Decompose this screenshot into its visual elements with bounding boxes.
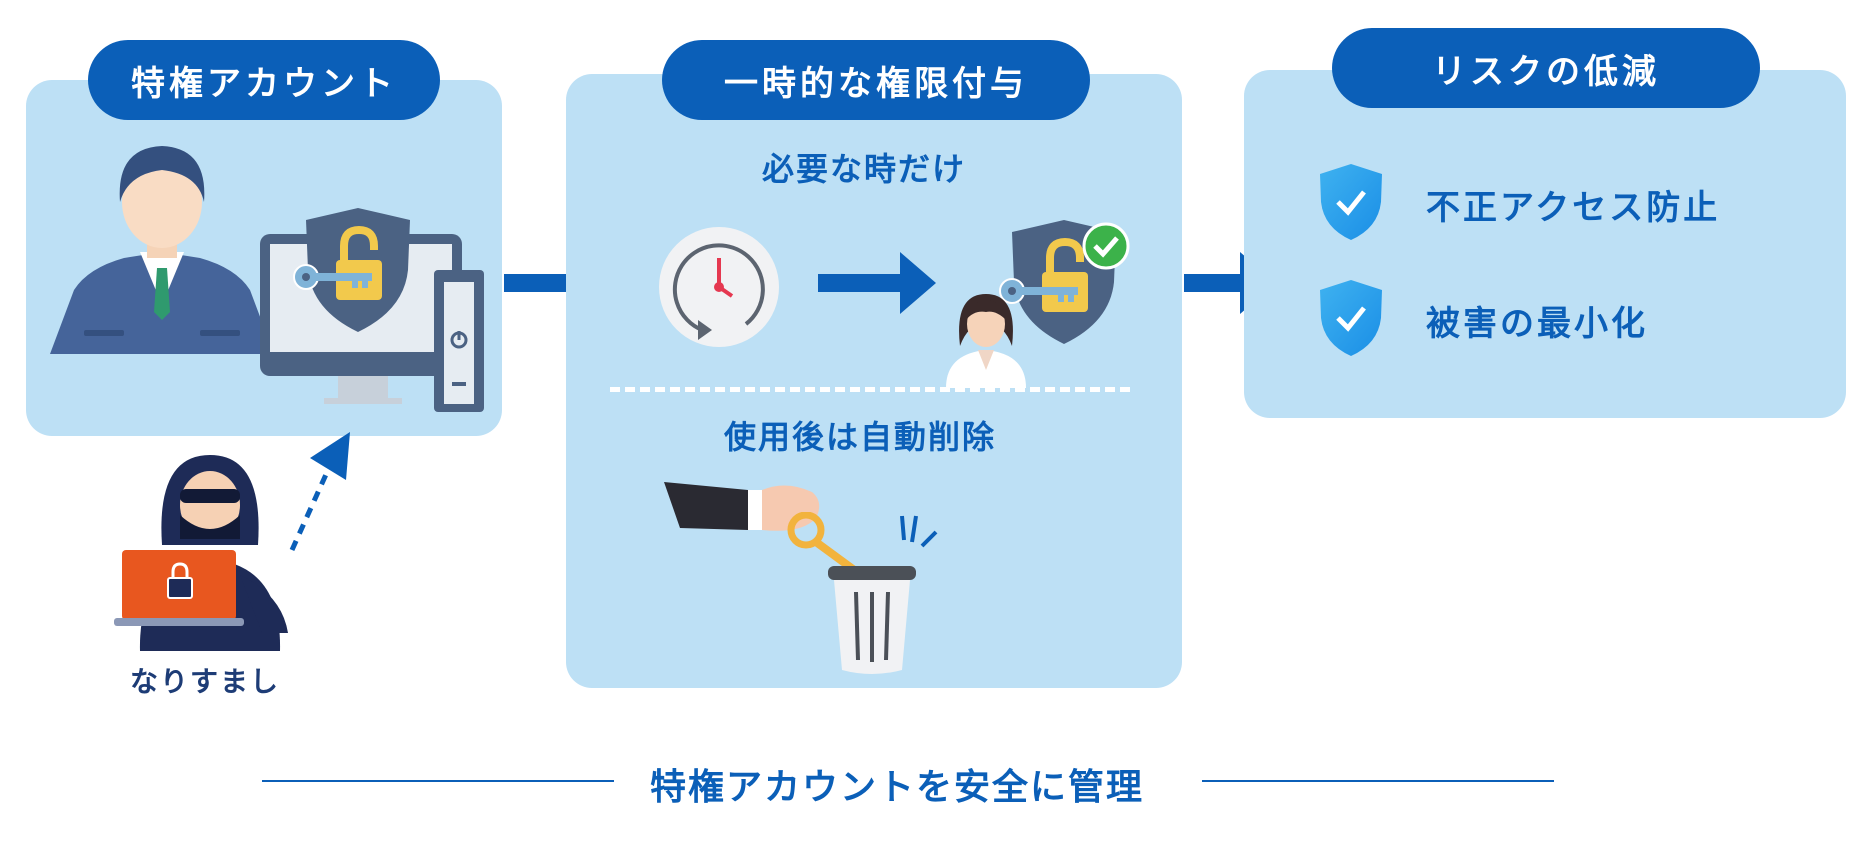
panel-divider [610,387,1130,392]
key-icon [293,264,372,290]
footer-rule-left [262,780,614,782]
key-icon [999,278,1078,304]
attack-arrow [289,432,350,552]
auto-delete-label: 使用後は自動削除 [724,418,997,456]
hand-icon [664,482,820,531]
woman-icon [946,294,1026,388]
check-icon [1082,222,1130,270]
risk-reduction-title: リスクの低減 [1332,28,1760,108]
privileged-account-title: 特権アカウント [88,40,440,120]
monitor-icon [260,234,484,412]
trash-icon [828,566,916,674]
risk-item-label: 被害の最小化 [1426,304,1648,344]
laptop-icon [114,550,244,626]
risk-item-label: 不正アクセス防止 [1426,188,1721,228]
shield-check-icon [1320,164,1382,240]
clock-icon [659,227,779,347]
risk-reduction-panel [1244,70,1846,418]
footer-caption: 特権アカウントを安全に管理 [650,767,1145,808]
footer-rule-right [1202,780,1554,782]
arrow-inner [818,252,936,314]
impersonation-label: なりすまし [130,665,281,698]
person-icon [50,146,274,354]
motion-lines [900,515,938,548]
shield-check-icon [1320,280,1382,356]
when-needed-label: 必要な時だけ [762,150,967,188]
temporary-privilege-title: 一時的な権限付与 [662,40,1090,120]
